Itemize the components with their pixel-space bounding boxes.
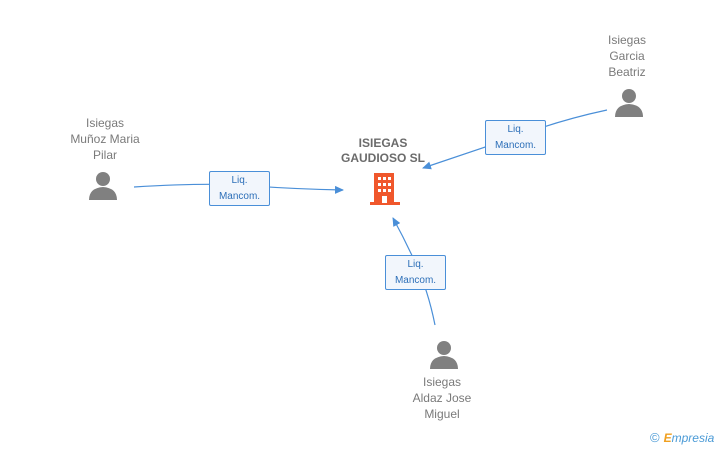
brand-logo-text: mpresia [671, 431, 715, 445]
brand-logo-e: E [663, 431, 672, 445]
person-name-line: Garcia [609, 49, 645, 63]
brand-watermark: ©Empresia [650, 430, 714, 445]
person-name-p3[interactable]: Isiegas Aldaz Jose Miguel [392, 374, 492, 422]
relation-type: Liq. [407, 259, 424, 270]
person-name-line: Miguel [424, 407, 460, 421]
relation-subtype: Mancom. [494, 140, 537, 151]
company-name-line2: GAUDIOSO SL [340, 151, 425, 165]
building-icon[interactable] [369, 171, 401, 212]
relation-subtype: Mancom. [394, 275, 437, 286]
person-name-line: Isiegas [85, 116, 125, 130]
relation-label-p2[interactable]: Liq. Mancom. [485, 120, 546, 155]
person-name-line: Isiegas [607, 33, 647, 47]
person-name-p1[interactable]: Isiegas Muñoz Maria Pilar [55, 115, 155, 163]
person-name-p2[interactable]: Isiegas Garcia Beatriz [577, 32, 677, 80]
person-icon[interactable] [614, 88, 644, 123]
relation-type: Liq. [507, 124, 524, 135]
person-icon[interactable] [429, 340, 459, 375]
relation-label-p3[interactable]: Liq. Mancom. [385, 255, 446, 290]
relation-type: Liq. [231, 175, 248, 186]
person-name-line: Aldaz Jose [412, 391, 472, 405]
person-name-line: Isiegas [422, 375, 462, 389]
company-name-line1: ISIEGAS [358, 136, 408, 150]
company-name[interactable]: ISIEGAS GAUDIOSO SL [330, 136, 436, 166]
person-name-line: Beatriz [608, 65, 646, 79]
person-name-line: Pilar [92, 148, 117, 162]
person-name-line: Muñoz Maria [70, 132, 140, 146]
relation-label-p1[interactable]: Liq. Mancom. [209, 171, 270, 206]
relation-subtype: Mancom. [218, 191, 261, 202]
person-icon[interactable] [88, 171, 118, 206]
copyright-icon: © [650, 430, 660, 445]
